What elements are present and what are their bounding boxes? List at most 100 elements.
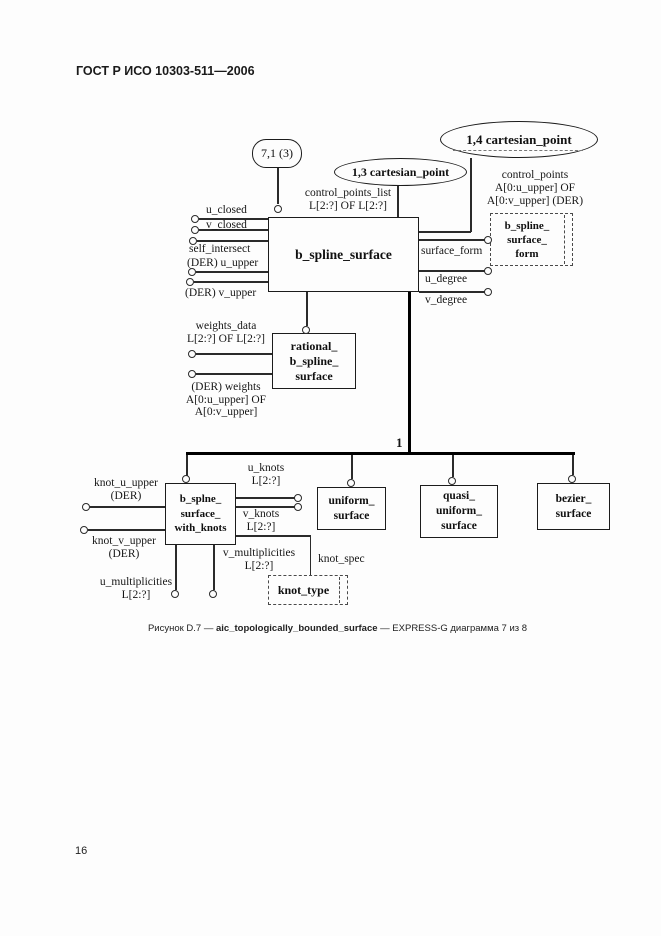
page-header: ГОСТ Р ИСО 10303-511—2006: [76, 64, 255, 78]
type-box-inner-line: [564, 215, 565, 264]
entity-bezier-surface: bezier_ surface: [537, 483, 610, 530]
circle-terminator: [82, 503, 90, 511]
attr-line-surface-form: [419, 239, 485, 241]
circle-terminator: [294, 503, 302, 511]
label-line: L[2:?]: [246, 520, 276, 533]
circle-terminator: [484, 288, 492, 296]
page-ref-label: 1,3 cartesian_point: [351, 164, 450, 179]
entity-label: with_knots: [174, 522, 227, 535]
entity-quasi-uniform-surface: quasi_ uniform_ surface: [420, 485, 498, 538]
entity-b-spline-surface-form: b_spline_ surface_ form: [490, 213, 573, 266]
subtype-drop-with-knots: [186, 455, 188, 476]
circle-terminator: [191, 215, 199, 223]
label-der-weights: (DER) weights A[0:u_upper] OF A[0:v_uppe…: [178, 381, 274, 419]
label-line: u_multiplicities: [99, 576, 173, 588]
entity-label: bezier_: [555, 492, 592, 505]
attr-line-der-weights: [196, 373, 272, 375]
circle-terminator: [188, 350, 196, 358]
label-line: L[2:?]: [121, 588, 151, 601]
circle-terminator: [302, 326, 310, 334]
entity-label: rational_: [290, 338, 338, 353]
attr-line-weights-data: [196, 353, 272, 355]
label-weights-data: weights_data L[2:?] OF L[2:?]: [180, 320, 272, 345]
caption-prefix: Рисунок D.7 —: [147, 623, 216, 634]
entity-b-spline-surface: b_spline_surface: [268, 217, 419, 292]
connector-pageref-713: [277, 168, 279, 204]
label-v-multiplicities: v_multiplicities L[2:?]: [214, 547, 304, 572]
entity-label: b_splne_: [179, 493, 222, 506]
page-ref-7-1-3: 7,1 (3): [252, 139, 302, 168]
entity-label: uniform_: [328, 494, 375, 507]
subtype-branch-line: [186, 452, 575, 455]
label-v-degree: v_degree: [425, 294, 468, 306]
label-knot-v-upper: knot_v_upper (DER): [86, 535, 162, 560]
label-v-knots: v_knots L[2:?]: [236, 508, 286, 533]
label-der-v-upper: (DER) v_upper: [185, 287, 257, 299]
entity-label: surface_: [507, 233, 547, 246]
label-line: L[2:?]: [244, 559, 274, 572]
entity-label: form: [515, 247, 539, 260]
label-line: control_points_list: [304, 187, 392, 199]
circle-terminator: [209, 590, 217, 598]
label-line: (DER): [108, 547, 140, 560]
label-line: (DER): [110, 489, 142, 502]
circle-terminator: [274, 205, 282, 213]
label-line: knot_v_upper: [92, 535, 156, 547]
circle-terminator: [448, 477, 456, 485]
label-u-closed: u_closed: [206, 204, 247, 216]
entity-label: b_spline_: [504, 219, 550, 232]
attr-line-u-upper: [196, 271, 268, 273]
label-line: A[0:u_upper] OF: [185, 393, 267, 406]
attr-line-knot-spec-h: [236, 535, 311, 537]
label-knot-u-upper: knot_u_upper (DER): [88, 477, 164, 502]
connector-control-points-v: [470, 158, 472, 232]
label-u-multiplicities: u_multiplicities L[2:?]: [92, 576, 180, 601]
page-ref-label: 7,1 (3): [261, 146, 293, 160]
label-surface-form: surface_form: [421, 245, 483, 257]
label-cardinality-one: 1: [396, 435, 403, 450]
attr-line-knot-v-upper: [88, 529, 165, 531]
subtype-trunk-line: [408, 292, 411, 454]
page-ref-1-3-cartesian-point: 1,3 cartesian_point: [334, 158, 467, 186]
circle-terminator: [186, 278, 194, 286]
subtype-drop-quasi: [452, 455, 454, 477]
circle-terminator: [188, 268, 196, 276]
entity-label: quasi_: [443, 490, 475, 502]
entity-knot-type: knot_type: [268, 575, 348, 605]
circle-terminator: [80, 526, 88, 534]
circle-terminator: [171, 590, 179, 598]
subtype-drop-uniform: [351, 455, 353, 479]
label-line: v_multiplicities: [222, 547, 296, 559]
circle-terminator: [347, 479, 355, 487]
circle-terminator: [484, 267, 492, 275]
circle-terminator: [294, 494, 302, 502]
page-ref-label: 1,4 cartesian_point: [466, 131, 572, 147]
attr-line-v-upper: [194, 281, 268, 283]
label-der-u-upper: (DER) u_upper: [187, 257, 259, 269]
entity-label: surface: [441, 520, 477, 532]
attr-line-v-degree: [419, 291, 485, 293]
entity-b-spline-surface-with-knots: b_splne_ surface_ with_knots: [165, 483, 236, 545]
label-line: u_knots: [247, 462, 285, 474]
label-control-points: control_points A[0:u_upper] OF A[0:v_upp…: [474, 169, 596, 208]
attr-line-knot-u-upper: [90, 506, 165, 508]
page-number: 16: [75, 845, 88, 857]
label-line: A[0:u_upper] OF: [494, 182, 576, 194]
attr-line-v-knots: [236, 506, 295, 508]
attr-line-v-multiplicities: [213, 545, 215, 590]
attr-line-u-knots: [236, 497, 295, 499]
entity-label: b_spline_: [289, 353, 339, 368]
label-line: knot_u_upper: [94, 477, 158, 489]
entity-label: uniform_: [436, 505, 482, 517]
entity-label: surface_: [180, 507, 221, 520]
subtype-line-rational: [306, 292, 308, 326]
circle-terminator: [484, 236, 492, 244]
circle-terminator: [191, 226, 199, 234]
attr-line-knot-spec-v: [309, 535, 312, 575]
entity-label: knot_type: [277, 582, 330, 597]
label-line: control_points: [501, 169, 569, 181]
oval-dashed-chord: [453, 150, 583, 151]
label-u-degree: u_degree: [425, 273, 468, 285]
subtype-drop-bezier: [572, 455, 574, 475]
